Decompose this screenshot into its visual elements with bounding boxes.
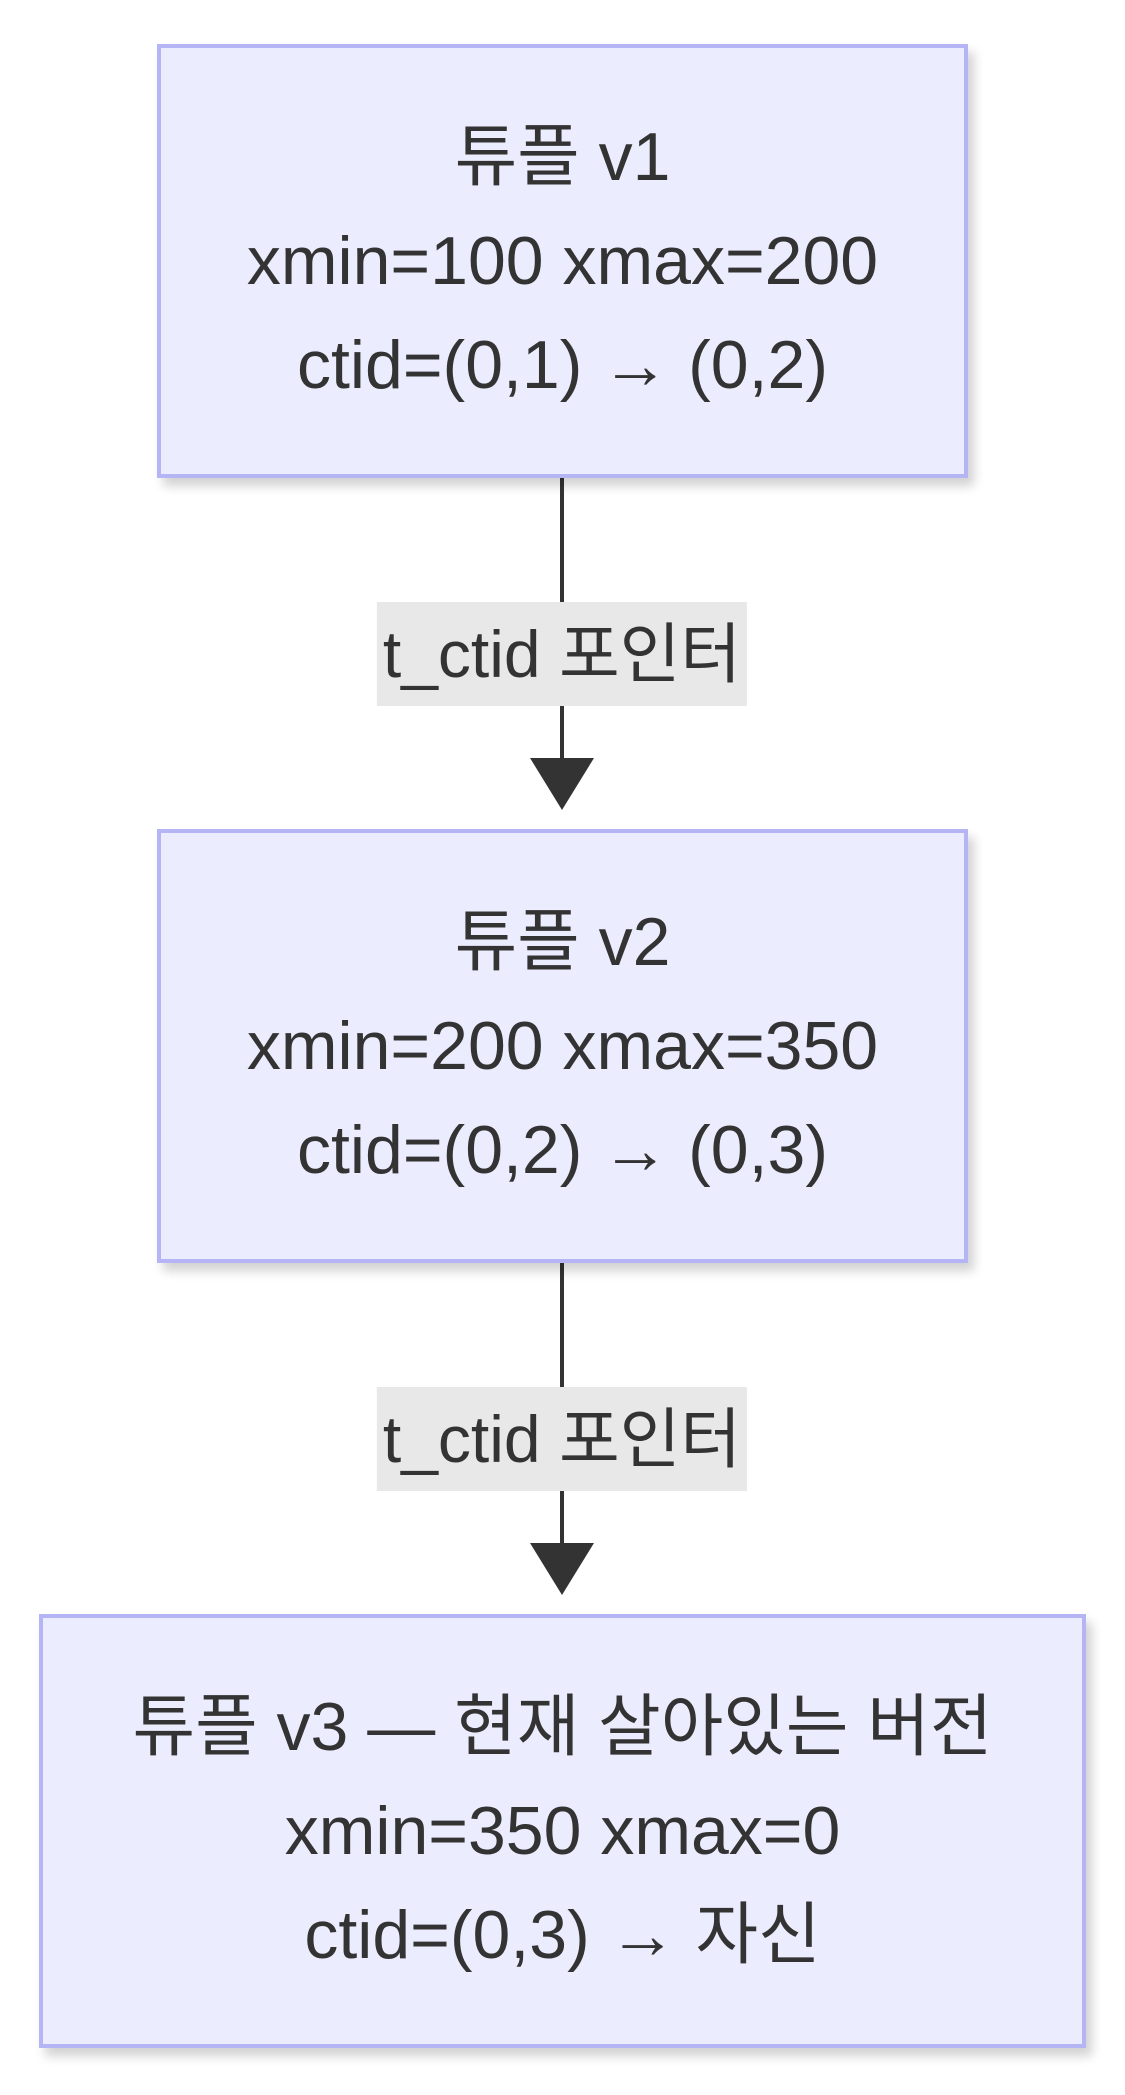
- arrowhead-icon: [530, 758, 594, 810]
- node-title: 튜플 v3 — 현재 살아있는 버전: [132, 1689, 993, 1765]
- edge-label: t_ctid 포인터: [376, 1387, 748, 1491]
- node-title: 튜플 v2: [454, 904, 671, 980]
- tuple-node-v2[interactable]: 튜플 v2 xmin=200 xmax=350 ctid=(0,2) → (0,…: [157, 829, 968, 1263]
- arrowhead-icon: [530, 1543, 594, 1595]
- node-ctid: ctid=(0,3) → 자신: [304, 1897, 821, 1973]
- tuple-node-v3[interactable]: 튜플 v3 — 현재 살아있는 버전 xmin=350 xmax=0 ctid=…: [39, 1614, 1086, 2048]
- node-ctid: ctid=(0,1) → (0,2): [297, 327, 828, 403]
- node-xid-range: xmin=350 xmax=0: [284, 1793, 841, 1869]
- tuple-node-v1[interactable]: 튜플 v1 xmin=100 xmax=200 ctid=(0,1) → (0,…: [157, 44, 968, 478]
- node-xid-range: xmin=200 xmax=350: [246, 1008, 879, 1084]
- node-ctid: ctid=(0,2) → (0,3): [297, 1112, 828, 1188]
- edge-label: t_ctid 포인터: [376, 602, 748, 706]
- node-xid-range: xmin=100 xmax=200: [246, 223, 879, 299]
- node-title: 튜플 v1: [454, 119, 671, 195]
